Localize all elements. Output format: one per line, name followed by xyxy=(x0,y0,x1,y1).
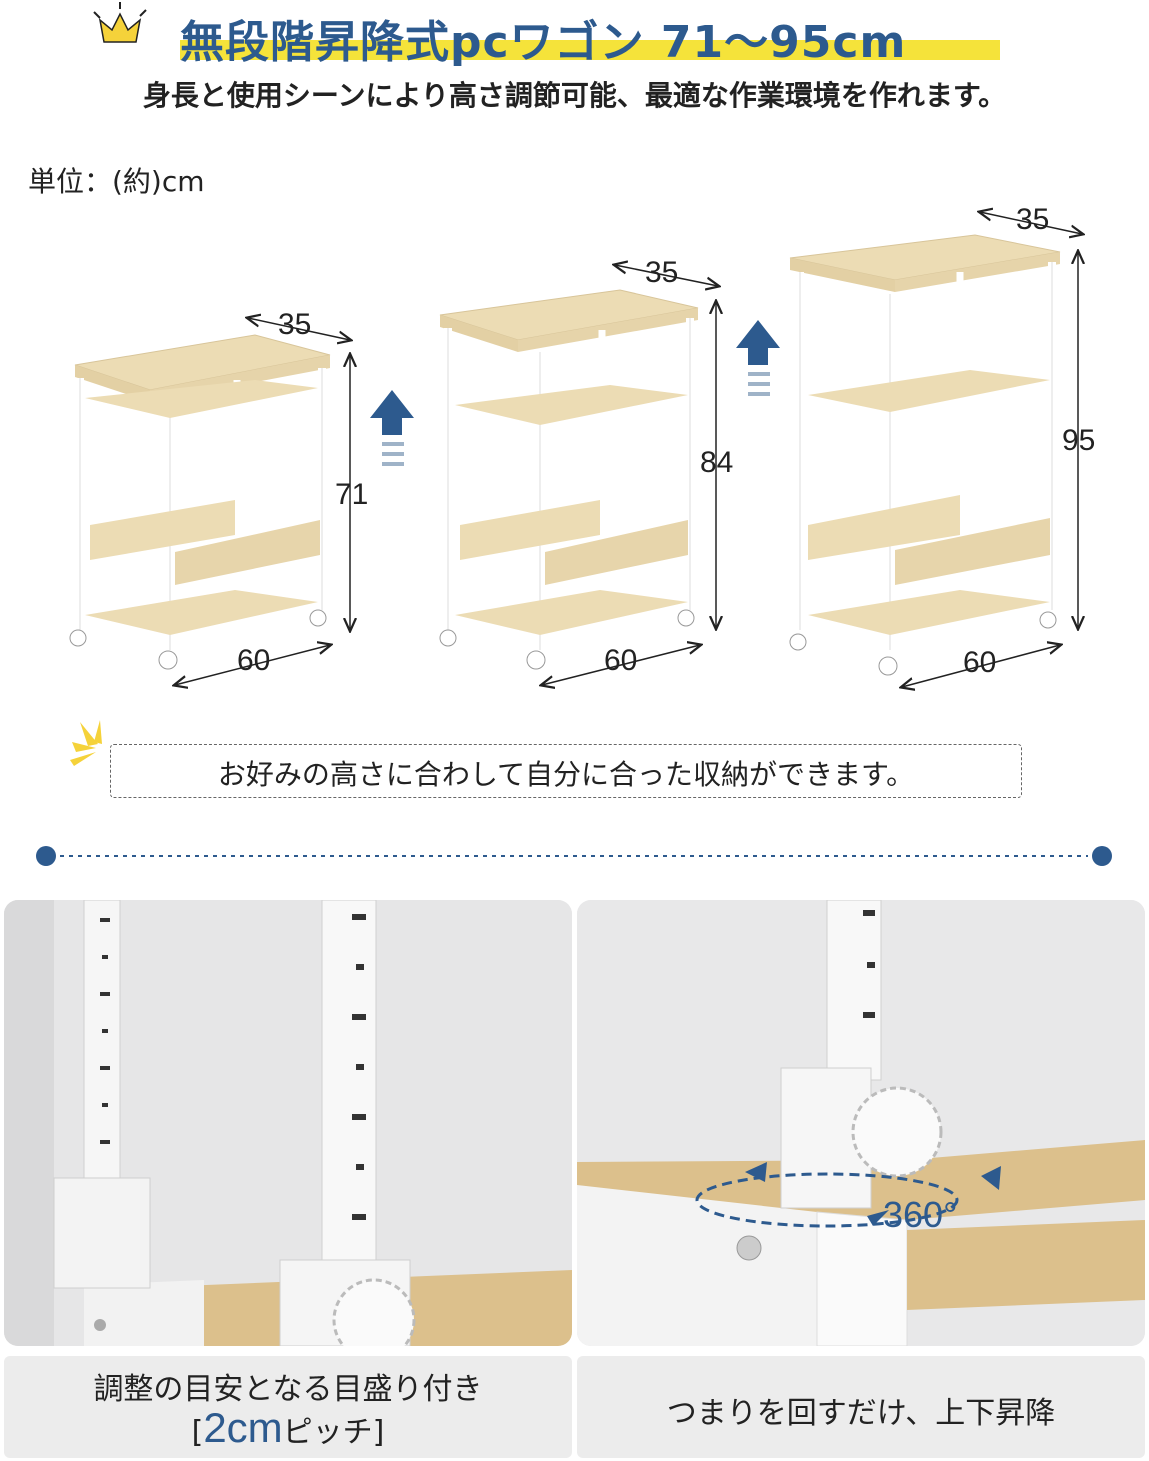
wagon-dimensions-diagram xyxy=(69,190,1149,700)
wagon3-depth-label: 35 xyxy=(1016,203,1050,236)
pitch-unit: ピッチ xyxy=(282,1415,373,1450)
pitch-value: 2cm xyxy=(203,1404,283,1451)
sparkle-icon xyxy=(70,720,102,766)
caption-line1: 調整の目安となる目盛り付き xyxy=(93,1372,483,1407)
feature-panel-scale xyxy=(4,900,572,1346)
wagon2-width-label: 60 xyxy=(604,644,638,677)
knob-photo xyxy=(577,900,1145,1346)
callout-box: お好みの高さに合わして自分に合った収納ができます。 xyxy=(110,744,1022,798)
wagon-71 xyxy=(69,318,350,685)
wagon1-height-label: 71 xyxy=(335,478,369,511)
scale-pole-photo xyxy=(4,900,572,1346)
bracket-close: ] xyxy=(372,1415,385,1450)
crown-icon xyxy=(93,2,147,43)
dotted-divider xyxy=(36,846,1112,866)
up-arrow-icon xyxy=(736,320,780,396)
wagon-84 xyxy=(439,265,718,685)
page-title: 無段階昇降式pcワゴン 71〜95cm xyxy=(180,17,907,68)
wagon2-depth-label: 35 xyxy=(645,256,679,289)
wagon1-depth-label: 35 xyxy=(278,308,312,341)
wagon2-height-label: 84 xyxy=(700,446,734,479)
feature-caption-scale: 調整の目安となる目盛り付き [2cmピッチ] xyxy=(4,1356,572,1458)
title-highlight xyxy=(180,40,1000,60)
up-arrow-icon xyxy=(370,390,414,466)
wagon1-width-label: 60 xyxy=(237,644,271,677)
caption-line2: [2cmピッチ] xyxy=(4,1404,572,1452)
feature-caption-knob: つまりを回すだけ、上下昇降 xyxy=(577,1356,1145,1458)
subtitle: 身長と使用シーンにより高さ調節可能、最適な作業環境を作れます。 xyxy=(142,79,1007,112)
feature-panel-knob: 360° xyxy=(577,900,1145,1346)
header: 無段階昇降式pcワゴン 71〜95cm xyxy=(93,2,1000,72)
caption-knob-text: つまりを回すだけ、上下昇降 xyxy=(666,1396,1056,1431)
wagon3-width-label: 60 xyxy=(963,646,997,679)
rotation-label: 360° xyxy=(883,1194,958,1235)
bracket-open: [ xyxy=(191,1415,204,1450)
wagon-95 xyxy=(789,212,1082,687)
unit-label: 単位：(約)cm xyxy=(28,165,205,198)
wagon3-height-label: 95 xyxy=(1062,424,1096,457)
callout-text: お好みの高さに合わして自分に合った収納ができます。 xyxy=(217,758,915,791)
